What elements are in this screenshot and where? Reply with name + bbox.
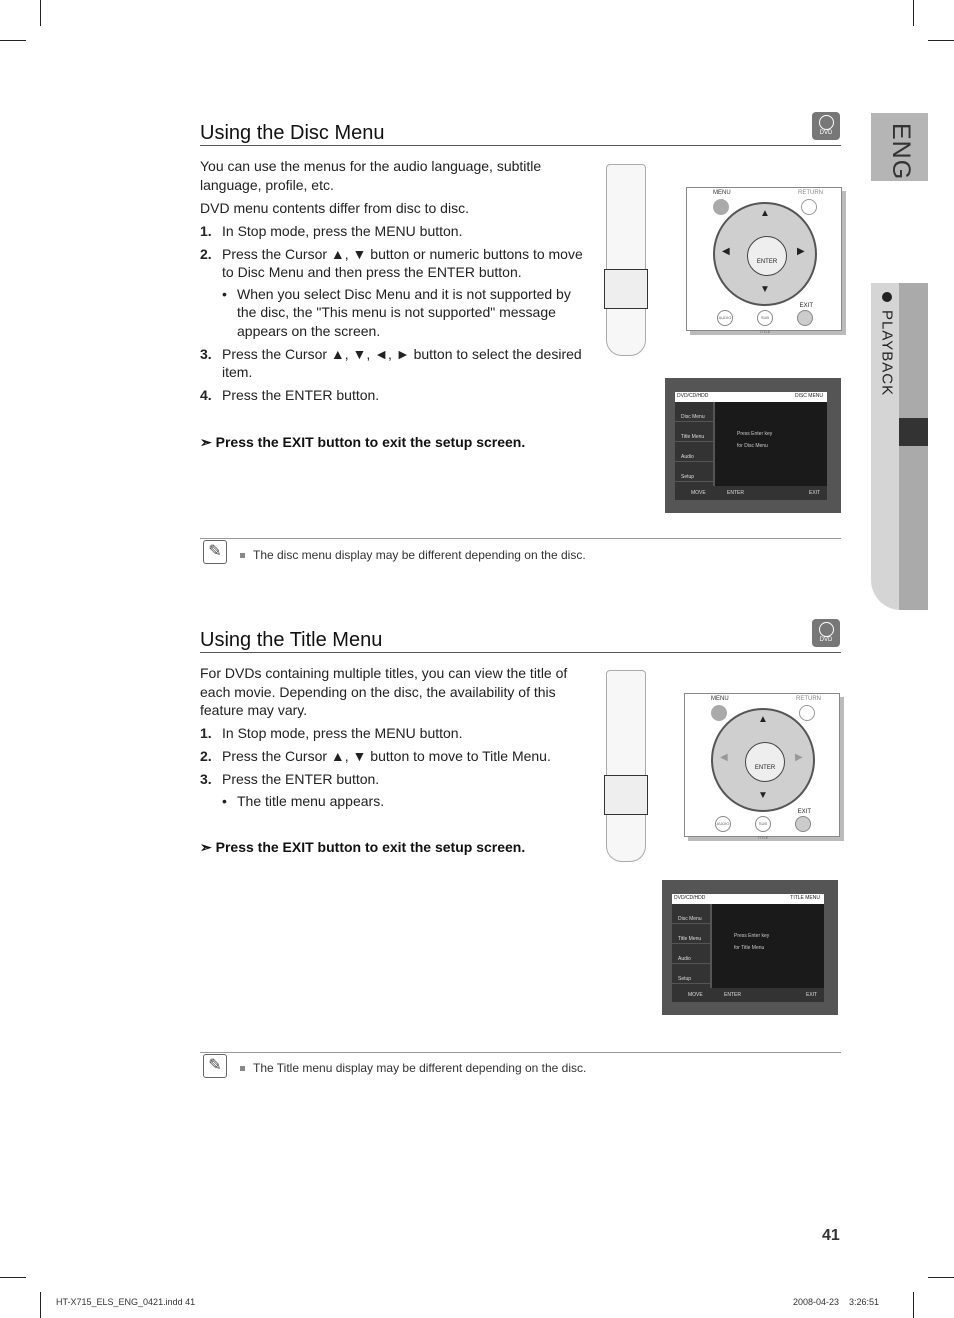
step-1: 1.In Stop mode, press the MENU button. bbox=[200, 725, 463, 741]
crop-mark bbox=[913, 1292, 914, 1318]
enter-button-icon: ENTER bbox=[747, 236, 787, 276]
intro-paragraph: For DVDs containing multiple titles, you… bbox=[200, 665, 568, 718]
dvd-badge-label: DVD bbox=[819, 130, 833, 136]
note-icon: ✎ bbox=[203, 540, 227, 564]
disc-note: The disc menu display may be different d… bbox=[240, 548, 586, 562]
disc-menu-body: You can use the menus for the audio lang… bbox=[200, 157, 590, 409]
step-1: 1.In Stop mode, press the MENU button. bbox=[200, 222, 463, 239]
title-menu-title: Using the Title Menu bbox=[200, 629, 383, 651]
arrow-down-icon: ▼ bbox=[758, 790, 768, 801]
menu-button-icon bbox=[711, 705, 727, 721]
subtitle-button-icon: SUB TITLE bbox=[755, 816, 771, 840]
step-2: 2.Press the Cursor ▲, ▼ button to move t… bbox=[200, 748, 551, 764]
step-3-bullet: •The title menu appears. bbox=[222, 792, 385, 809]
step-4: 4.Press the ENTER button. bbox=[200, 387, 380, 403]
arrow-up-icon: ▲ bbox=[760, 208, 770, 219]
section-tab-marker bbox=[899, 418, 928, 446]
section-tab-text: PLAYBACK bbox=[872, 288, 902, 396]
exit-tip: ➣ Press the EXIT button to exit the setu… bbox=[200, 839, 526, 855]
remote-highlight bbox=[604, 269, 648, 309]
footer-timestamp: 2008-04-23 3:26:51 bbox=[793, 1297, 880, 1307]
section-tab-strip bbox=[899, 283, 928, 610]
note-rule bbox=[200, 1052, 841, 1053]
section-rule bbox=[200, 652, 841, 653]
exit-tip: ➣ Press the EXIT button to exit the setu… bbox=[200, 434, 526, 450]
subtitle-button-icon: SUB TITLE bbox=[757, 310, 773, 334]
audio-button-icon: AUDIO bbox=[715, 816, 731, 832]
crop-mark bbox=[0, 40, 26, 41]
enter-button-icon: ENTER bbox=[745, 742, 785, 782]
arrow-up-icon: ▲ bbox=[758, 714, 768, 725]
crop-mark bbox=[928, 40, 954, 41]
page-number: 41 bbox=[822, 1227, 840, 1244]
dvd-badge-icon: DVD bbox=[812, 112, 840, 140]
section-rule bbox=[200, 145, 841, 146]
bullet-dot-icon bbox=[882, 292, 892, 302]
return-button-icon bbox=[799, 705, 815, 721]
language-label: ENG bbox=[887, 123, 915, 181]
dvd-badge-label: DVD bbox=[819, 637, 833, 643]
note-icon: ✎ bbox=[203, 1054, 227, 1078]
title-menu-body: For DVDs containing multiple titles, you… bbox=[200, 664, 570, 815]
crop-mark bbox=[40, 0, 41, 26]
return-button-icon bbox=[801, 199, 817, 215]
intro-paragraph: DVD menu contents differ from disc to di… bbox=[200, 199, 469, 216]
crop-mark bbox=[928, 1277, 954, 1278]
language-tab: ENG bbox=[871, 113, 928, 181]
step-3: 3.Press the Cursor ▲, ▼, ◄, ► button to … bbox=[200, 345, 582, 381]
remote-control-illustration bbox=[604, 164, 648, 356]
title-note: The Title menu display may be different … bbox=[240, 1061, 586, 1075]
intro-paragraph: You can use the menus for the audio lang… bbox=[200, 158, 542, 193]
disc-menu-title: Using the Disc Menu bbox=[200, 122, 385, 144]
footer-file: HT-X715_ELS_ENG_0421.indd 41 bbox=[56, 1297, 196, 1307]
arrow-right-icon: ▶ bbox=[797, 246, 805, 257]
step-2-bullet: •When you select Disc Menu and it is not… bbox=[222, 285, 571, 339]
section-label: PLAYBACK bbox=[878, 310, 896, 397]
exit-button-icon bbox=[795, 816, 811, 832]
exit-button-icon bbox=[797, 310, 813, 326]
remote-callout: MENU RETURN ENTER ▲ ▼ ◀ ▶ AUDIO SUB TITL… bbox=[684, 693, 840, 840]
audio-button-icon: AUDIO bbox=[717, 310, 733, 326]
step-2: 2.Press the Cursor ▲, ▼ button or numeri… bbox=[200, 245, 590, 341]
crop-mark bbox=[0, 1277, 26, 1278]
note-rule bbox=[200, 538, 841, 539]
arrow-right-icon: ▶ bbox=[795, 752, 803, 763]
arrow-left-icon: ◀ bbox=[722, 246, 730, 257]
step-3: 3.Press the ENTER button. •The title men… bbox=[200, 770, 570, 810]
remote-highlight bbox=[604, 775, 648, 815]
dvd-badge-icon: DVD bbox=[812, 619, 840, 647]
arrow-left-icon: ◀ bbox=[720, 752, 728, 763]
arrow-down-icon: ▼ bbox=[760, 284, 770, 295]
crop-mark bbox=[913, 0, 914, 26]
menu-button-icon bbox=[713, 199, 729, 215]
crop-mark bbox=[40, 1292, 41, 1318]
remote-control-illustration bbox=[604, 670, 648, 862]
remote-callout: MENU RETURN ENTER ▲ ▼ ◀ ▶ AUDIO SUB TITL… bbox=[686, 187, 842, 334]
